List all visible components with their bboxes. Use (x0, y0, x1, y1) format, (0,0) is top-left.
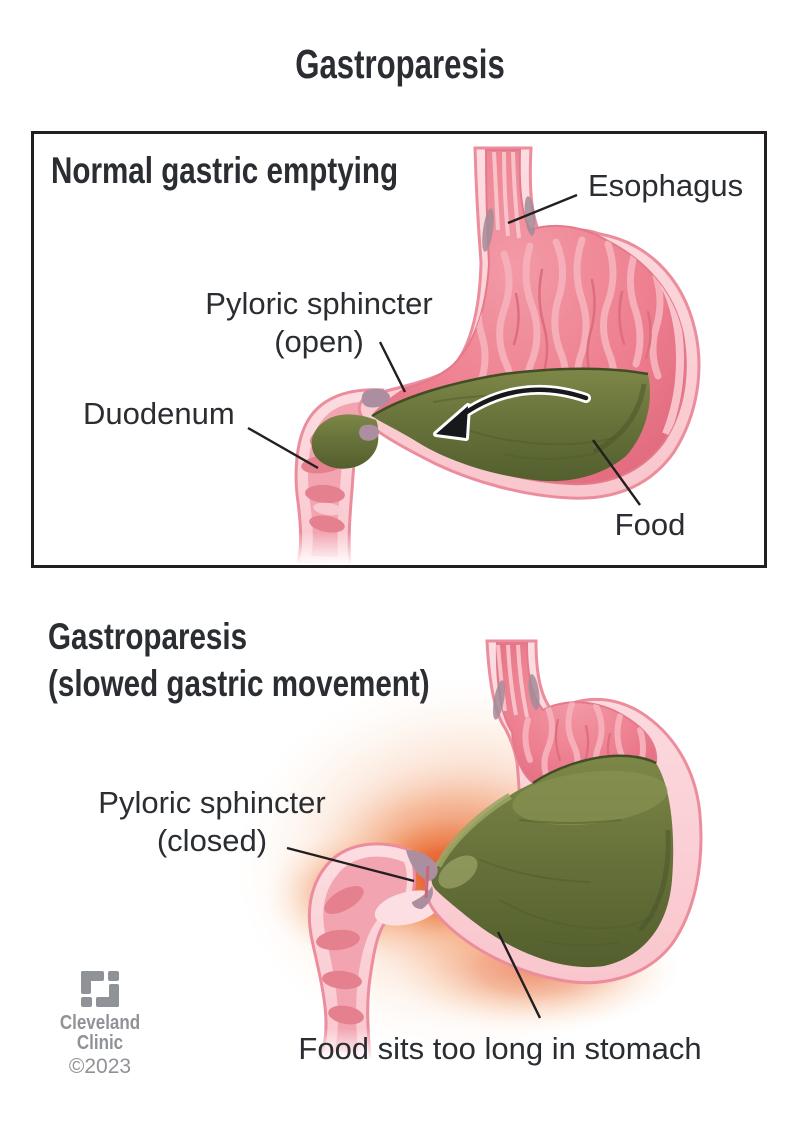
leader-food (592, 439, 641, 506)
leader-food-sits (496, 931, 542, 1019)
label-pyloric-closed: Pyloric sphincter (closed) (98, 785, 326, 858)
flow-arrow-icon (433, 384, 591, 441)
duodenum-gastroparesis (300, 842, 442, 1060)
leader-esophagus (507, 193, 578, 225)
pyloric-sphincter-open-tissue (359, 388, 390, 441)
food-mass-gastroparesis (431, 754, 674, 968)
pyloric-sphincter-closed-tissue (406, 850, 438, 909)
label-pyloric-open: Pyloric sphincter (open) (205, 286, 433, 359)
food-mass-normal (311, 367, 650, 482)
label-food: Food (614, 507, 686, 542)
page-title: Gastroparesis (295, 41, 505, 87)
panel-normal-heading: Normal gastric emptying (51, 150, 399, 191)
cleveland-clinic-logo: Cleveland Clinic ©2023 (40, 970, 160, 1079)
brand-name-line2: Clinic (76, 1032, 124, 1054)
label-esophagus: Esophagus (588, 168, 744, 203)
panel-normal-gastric-emptying: Normal gastric emptying (31, 131, 767, 568)
leader-duodenum (247, 426, 319, 470)
stomach-illustration-gastroparesis (235, 639, 705, 1060)
label-food-sits: Food sits too long in stomach (298, 1031, 702, 1066)
leader-pyloric-closed (286, 846, 415, 883)
brand-name-line1: Cleveland (59, 1012, 141, 1034)
stomach-illustration-normal (247, 146, 701, 565)
copyright-text: ©2023 (68, 1055, 132, 1078)
label-duodenum: Duodenum (83, 396, 235, 431)
cleveland-clinic-logo-icon (81, 971, 119, 1007)
leader-pyloric-open (378, 341, 407, 393)
